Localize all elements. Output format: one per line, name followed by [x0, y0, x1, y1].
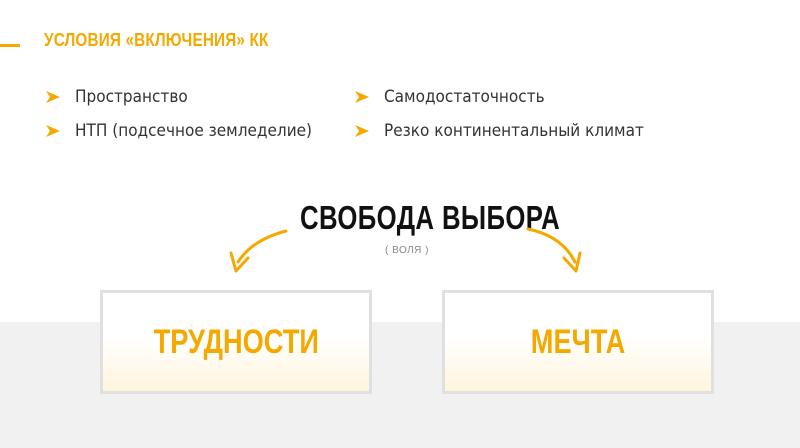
center-title: СВОБОДА ВЫБОРА [300, 199, 561, 236]
bullet-item: Пространство [46, 87, 200, 107]
center-subtitle: ( ВОЛЯ ) [385, 245, 430, 256]
box-label: МЕЧТА [530, 322, 626, 361]
box-label: ТРУДНОСТИ [153, 322, 319, 361]
chevron-arrow-icon [355, 125, 369, 137]
chevron-arrow-icon [46, 125, 60, 137]
chevron-arrow-icon [46, 91, 60, 103]
slide-title: УСЛОВИЯ «ВКЛЮЧЕНИЯ» КК [44, 30, 269, 50]
bullet-item: Самодостаточность [355, 87, 562, 107]
bullet-text: НТП (подсечное земледелие) [75, 121, 313, 141]
box-dream: МЕЧТА [442, 290, 714, 394]
curved-arrow-left-icon [229, 229, 288, 273]
bullet-text: Пространство [75, 87, 188, 107]
bullet-item: НТП (подсечное земледелие) [46, 121, 338, 141]
bullet-text: Резко континентальный климат [384, 121, 644, 141]
box-difficulties: ТРУДНОСТИ [100, 290, 372, 394]
title-accent-line [0, 44, 20, 47]
bullet-text: Самодостаточность [384, 87, 545, 107]
chevron-arrow-icon [355, 91, 369, 103]
bullet-item: Резко континентальный климат [355, 121, 673, 141]
